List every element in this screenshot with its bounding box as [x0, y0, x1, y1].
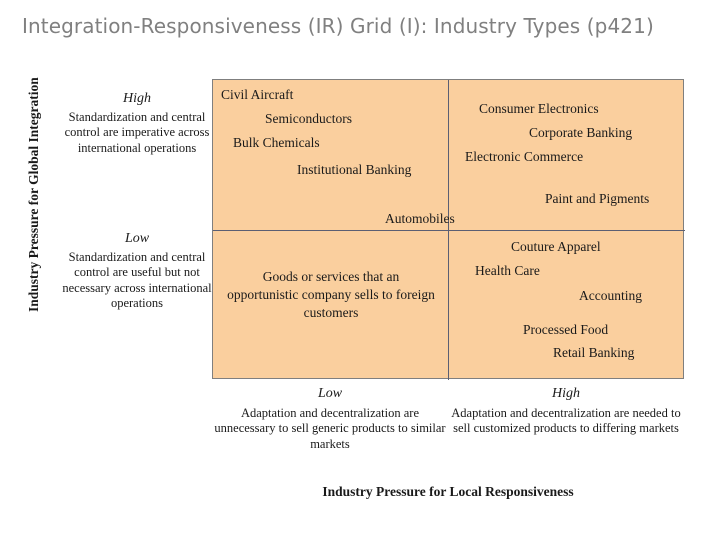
quadrant-bottom-left: Goods or services that an opportunistic …: [213, 230, 449, 380]
quadrant-item: Consumer Electronics: [479, 101, 599, 116]
y-axis-level-high: High Standardization and central control…: [62, 90, 212, 156]
quadrant-item: Processed Food: [523, 322, 609, 337]
quadrant-item: Couture Apparel: [511, 239, 601, 254]
x-axis-level-low: Low Adaptation and decentralization are …: [212, 385, 448, 452]
quadrant-item-straddling: Automobiles: [385, 211, 455, 226]
quadrant-bottom-right: Couture Apparel Health Care Accounting P…: [449, 230, 685, 380]
quadrant-top-left: Civil Aircraft Semiconductors Bulk Chemi…: [213, 80, 449, 230]
page-title: Integration-Responsiveness (IR) Grid (I)…: [22, 14, 654, 38]
quadrant-item: Civil Aircraft: [221, 87, 294, 102]
x-axis-title: Industry Pressure for Local Responsivene…: [322, 484, 574, 499]
quadrant-item: Accounting: [579, 288, 642, 303]
matrix-grid: Civil Aircraft Semiconductors Bulk Chemi…: [212, 79, 685, 380]
quadrant-note: Goods or services that an opportunistic …: [227, 269, 435, 320]
y-axis-level-low: Low Standardization and central control …: [62, 230, 212, 311]
y-axis-title: Industry Pressure for Global Integration: [26, 77, 41, 312]
x-axis-level-low-label: Low: [317, 386, 343, 401]
quadrant-item: Semiconductors: [265, 111, 352, 126]
grid-horizontal-divider: [213, 230, 685, 231]
quadrant-item: Institutional Banking: [297, 162, 412, 177]
y-axis-level-low-description: Standardization and central control are …: [62, 250, 212, 310]
x-axis-level-high-label: High: [552, 386, 580, 401]
x-axis-level-high-description: Adaptation and decentralization are need…: [451, 406, 681, 436]
quadrant-item: Paint and Pigments: [545, 191, 650, 206]
quadrant-item: Bulk Chemicals: [233, 135, 320, 150]
y-axis-level-high-description: Standardization and central control are …: [64, 110, 210, 155]
y-axis-level-high-label: High: [123, 91, 151, 106]
quadrant-item: Health Care: [475, 263, 540, 278]
x-axis-level-low-description: Adaptation and decentralization are unne…: [214, 406, 446, 451]
y-axis-level-low-label: Low: [124, 231, 150, 246]
quadrant-item: Corporate Banking: [529, 125, 633, 140]
x-axis-level-high: High Adaptation and decentralization are…: [448, 385, 684, 437]
quadrant-item: Retail Banking: [553, 345, 635, 360]
quadrant-top-right: Consumer Electronics Corporate Banking E…: [449, 80, 685, 230]
quadrant-item: Electronic Commerce: [465, 149, 584, 164]
